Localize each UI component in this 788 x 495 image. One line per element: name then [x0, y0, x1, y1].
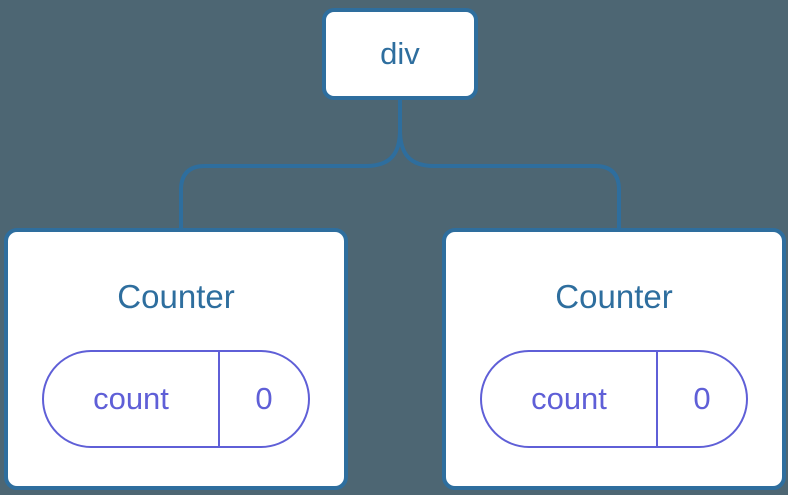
state-pill: count 0 [42, 350, 310, 448]
counter-card-left: Counter count 0 [4, 228, 348, 490]
connector-left-branch [179, 96, 402, 234]
connector-right-branch [398, 96, 621, 234]
counter-card-right: Counter count 0 [442, 228, 786, 490]
component-title: Counter [117, 278, 235, 315]
state-value: 0 [255, 381, 273, 416]
state-key: count [44, 352, 220, 446]
component-title: Counter [555, 278, 673, 315]
state-key: count [482, 352, 658, 446]
root-node-label: div [380, 36, 420, 71]
state-pill: count 0 [480, 350, 748, 448]
state-value: 0 [693, 381, 711, 416]
root-node-div: div [322, 8, 478, 100]
